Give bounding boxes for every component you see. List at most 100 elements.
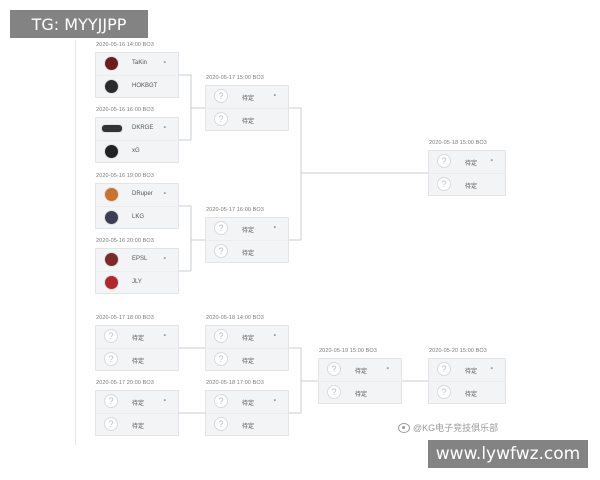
site-watermark: www.lywfwz.com	[428, 440, 588, 468]
score-mark: -	[490, 157, 493, 164]
question-icon: ?	[327, 362, 341, 376]
team-row[interactable]: ?待定	[206, 239, 288, 263]
match-time: 2020-05-16 16:00 BO3	[96, 107, 154, 113]
match-card[interactable]: ?待定-?待定	[205, 217, 289, 263]
lower-match-3: 2020-05-18 14:00 BO3?待定-?待定	[205, 315, 289, 371]
match-card[interactable]: ? 待定 -? 待定	[428, 150, 506, 196]
team-row[interactable]: DRuper -	[96, 184, 178, 206]
question-icon: ?	[437, 384, 451, 399]
question-icon: ?	[104, 329, 118, 343]
match-card[interactable]: ?待定-?待定	[428, 358, 506, 404]
team-name: DKRGE	[132, 125, 154, 131]
match-card[interactable]: ?待定-? 待定	[95, 325, 179, 371]
score-mark: -	[163, 59, 166, 66]
match-card[interactable]: ?待定-?待定	[205, 390, 289, 436]
question-icon: ?	[214, 394, 228, 408]
match-time: 2020-05-16 19:00 BO3	[96, 173, 154, 179]
question-icon: ?	[214, 221, 228, 235]
team-name: 待定	[465, 161, 478, 167]
team-row[interactable]: LKG	[96, 205, 178, 229]
team-name: 待定	[242, 358, 255, 365]
question-icon: ?	[214, 111, 228, 126]
team-name: 待定	[465, 183, 478, 190]
score-mark: -	[273, 92, 276, 99]
match-time: 2020-05-17 16:00 BO3	[206, 207, 264, 213]
team-name: TaKin	[132, 60, 148, 66]
score-mark: -	[386, 365, 389, 372]
team-logo-icon	[105, 210, 118, 224]
team-name: 待定	[242, 250, 255, 257]
team-logo-icon	[105, 188, 118, 201]
team-logo-icon	[105, 253, 118, 266]
match-time: 2020-05-18 17:00 BO3	[206, 380, 264, 386]
match-time: 2020-05-19 15:00 BO3	[319, 348, 377, 354]
team-row[interactable]: ?待定-	[96, 326, 178, 348]
team-row[interactable]: ? 待定 -	[206, 326, 288, 348]
question-icon: ?	[437, 176, 451, 191]
question-icon: ?	[104, 416, 118, 431]
team-row[interactable]: ?待定-	[319, 359, 401, 381]
team-logo-icon	[102, 125, 122, 132]
match-card[interactable]: TaKin - HOKBGT	[95, 52, 179, 98]
team-row[interactable]: EPSL-	[96, 249, 178, 271]
team-row[interactable]: DKRGE-	[96, 118, 178, 140]
score-mark: -	[273, 397, 276, 404]
match-time: 2020-05-16 14:00 BO3	[96, 42, 154, 48]
question-icon: ?	[437, 154, 451, 168]
question-icon: ?	[214, 329, 228, 343]
team-row[interactable]: ?待定	[429, 380, 505, 404]
match-card[interactable]: EPSL-JLY	[95, 248, 179, 294]
team-logo-icon	[105, 275, 118, 289]
match-card[interactable]: ?待定-? 待定	[205, 85, 289, 131]
team-logo-icon	[105, 79, 118, 93]
team-row[interactable]: ? 待定 -	[429, 151, 505, 173]
team-row[interactable]: ?待定-	[96, 391, 178, 413]
match-card[interactable]: DKRGE-xG	[95, 117, 179, 163]
lower-match-2: 2020-05-17 20:00 BO3 ?待定-?待定	[95, 380, 179, 436]
team-name: 待定	[242, 118, 255, 125]
match-time: 2020-05-20 15:00 BO3	[429, 348, 487, 354]
team-row[interactable]: ?待定-	[206, 86, 288, 108]
team-name: HOKBGT	[132, 82, 158, 89]
team-row[interactable]: ?待定-	[206, 218, 288, 240]
team-name: xG	[132, 147, 140, 154]
score-mark: -	[163, 190, 166, 197]
team-row[interactable]: TaKin -	[96, 53, 178, 75]
score-mark: -	[273, 332, 276, 339]
match-time: 2020-05-17 20:00 BO3	[96, 380, 154, 386]
team-row[interactable]: ?待定-	[206, 391, 288, 413]
match-card[interactable]: ?待定-?待定	[95, 390, 179, 436]
connector-lower-r2	[289, 347, 318, 414]
team-logo-icon	[105, 57, 118, 70]
score-mark: -	[163, 332, 166, 339]
team-row[interactable]: ? 待定	[206, 347, 288, 371]
weibo-watermark-text: @KG电子竞技俱乐部	[413, 423, 499, 433]
match-card[interactable]: ? 待定 -? 待定	[205, 325, 289, 371]
team-name: 待定	[132, 358, 145, 365]
upper-match-5: 2020-05-17 15:00 BO3?待定-?待定	[205, 75, 289, 131]
team-row[interactable]: ?待定	[206, 412, 288, 436]
question-icon: ?	[104, 351, 118, 366]
team-row[interactable]: ?待定-	[429, 359, 505, 381]
team-row[interactable]: ?待定	[96, 412, 178, 436]
match-card[interactable]: ?待定-?待定	[318, 358, 402, 404]
question-icon: ?	[214, 416, 228, 431]
team-row[interactable]: ?待定	[319, 380, 401, 404]
match-card[interactable]: DRuper - LKG	[95, 183, 179, 229]
team-row[interactable]: ? 待定	[96, 347, 178, 371]
team-row[interactable]: JLY	[96, 270, 178, 294]
bracket-left-rule	[75, 40, 76, 445]
team-name: EPSL	[132, 256, 148, 262]
question-icon: ?	[104, 394, 118, 408]
team-row[interactable]: ? 待定	[429, 172, 505, 196]
lower-match-5: 2020-05-19 15:00 BO3 ?待定-?待定	[318, 348, 402, 404]
team-row[interactable]: HOKBGT	[96, 74, 178, 98]
team-name: 待定	[242, 336, 255, 342]
question-icon: ?	[327, 384, 341, 399]
team-name: DRuper	[132, 191, 153, 197]
team-row[interactable]: xG	[96, 139, 178, 163]
question-icon: ?	[214, 351, 228, 366]
team-row[interactable]: ? 待定	[206, 107, 288, 131]
team-logo-icon	[105, 144, 118, 158]
